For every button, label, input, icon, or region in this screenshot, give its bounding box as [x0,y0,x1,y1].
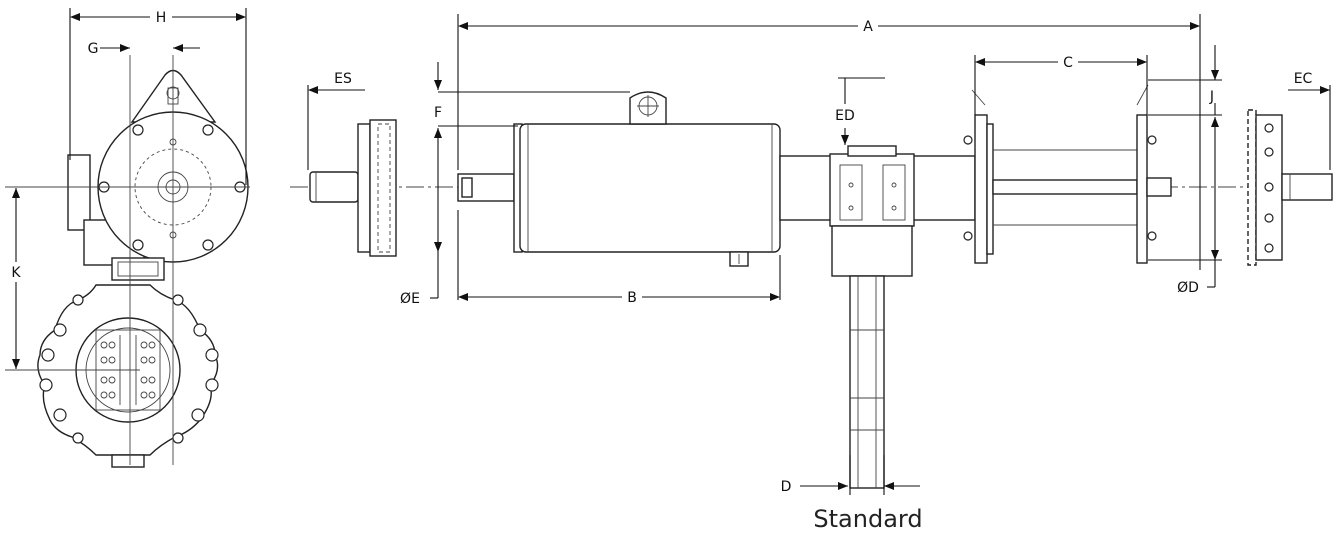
caption: Standard [813,505,922,533]
label-es: ES [334,71,352,87]
dimension-e [430,128,442,299]
dimension-h [69,8,247,185]
dimension-ed [838,77,885,145]
dimension-es [307,85,365,170]
end-view [5,55,250,468]
dimension-d [800,455,920,495]
dimension-c [974,55,1148,115]
dimension-ec [1288,85,1331,170]
label-d: D [781,479,792,495]
label-f: F [434,105,442,121]
diameter-symbol: Ø [400,291,411,307]
label-j: J [1209,89,1214,105]
label-c: C [1063,55,1073,71]
dimension-d-diameter [1148,117,1222,288]
label-g: G [88,41,99,57]
side-view [290,84,1333,489]
label-ed: ED [835,108,855,124]
label-h: H [156,10,167,26]
dimension-b [457,210,781,301]
label-k: K [11,265,21,281]
label-ec: EC [1294,71,1313,87]
label-a: A [863,19,873,35]
dimension-a [457,14,1201,270]
dimension-f [434,62,630,127]
label-b: B [627,290,637,306]
label-e-letter: E [411,291,420,307]
diameter-symbol: Ø [1177,280,1188,296]
label-e: ØE [400,291,420,307]
label-d-letter: D [1188,280,1199,296]
dimension-g [100,44,200,52]
dimension-j [1148,45,1222,116]
label-d-diameter: ØD [1177,280,1199,296]
dimension-k [12,188,20,369]
